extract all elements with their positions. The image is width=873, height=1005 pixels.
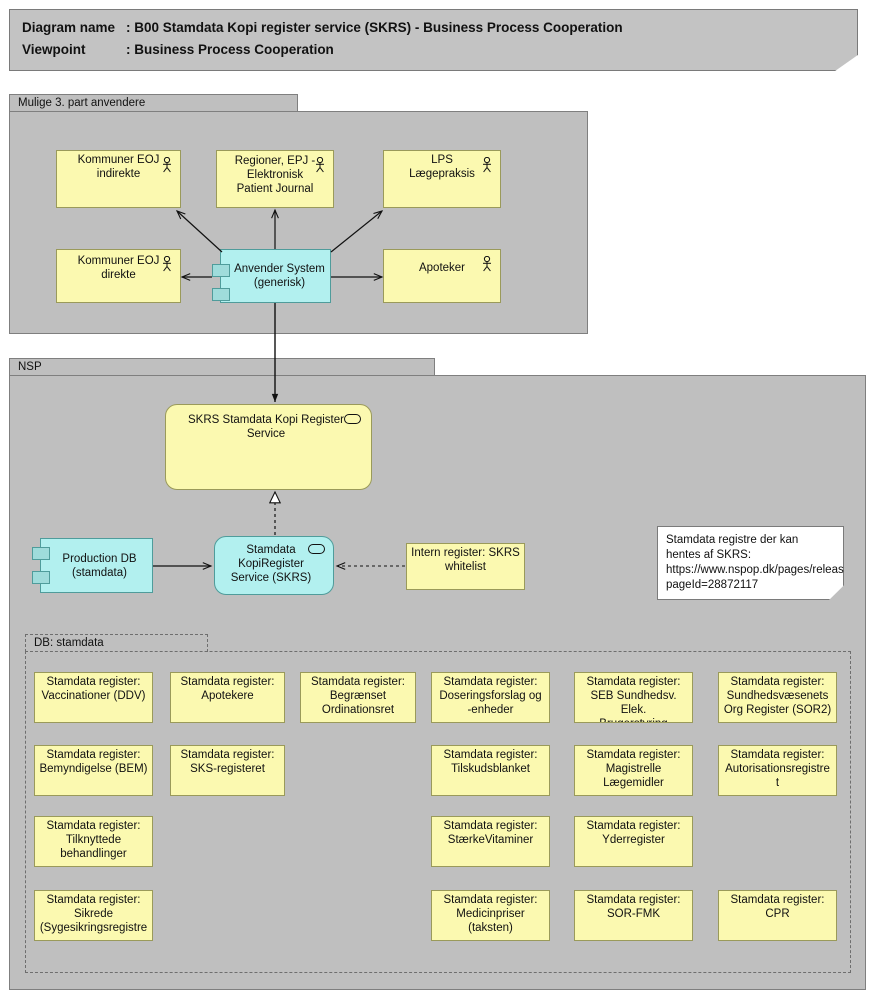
register-card-tilknyttede-behandlinger[interactable]: Stamdata register: Tilknyttede behandlin…	[34, 816, 153, 867]
diagram-name-value: : B00 Stamdata Kopi register service (SK…	[126, 20, 623, 35]
actor-regioner-epj[interactable]: Regioner, EPJ - Elektronisk Patient Jour…	[216, 150, 334, 208]
register-card-magistrelle-laegemidler[interactable]: Stamdata register: Magistrelle Lægemidle…	[574, 745, 693, 796]
register-card-vaccinationer-ddv[interactable]: Stamdata register: Vaccinationer (DDV)	[34, 672, 153, 723]
register-card-seb-sundhedsv-elek-brugerstyring[interactable]: Stamdata register: SEB Sundhedsv. Elek. …	[574, 672, 693, 723]
register-card-sor-fmk[interactable]: Stamdata register: SOR-FMK	[574, 890, 693, 941]
diagram-name-line: Diagram name : B00 Stamdata Kopi register…	[22, 20, 623, 35]
service-label: SKRS Stamdata Kopi Register Service	[188, 414, 344, 440]
register-card-yderregister[interactable]: Stamdata register: Yderregister	[574, 816, 693, 867]
group-third-party-title: Mulige 3. part anvendere	[9, 94, 298, 112]
actor-kommuner-eoj-direkte[interactable]: Kommuner EOJ direkte	[56, 249, 181, 303]
register-label: Stamdata register: Yderregister	[586, 820, 681, 846]
business-actor-icon	[483, 256, 491, 272]
register-intern-skrs-whitelist[interactable]: Intern register: SKRS whitelist	[406, 543, 525, 590]
component-tab-lower	[32, 571, 50, 584]
actor-label: Apoteker	[418, 262, 466, 274]
actor-label: Kommuner EOJ indirekte	[77, 154, 160, 180]
note-stamdata-registre-link: Stamdata registre der kan hentes af SKRS…	[657, 526, 844, 600]
register-card-cpr[interactable]: Stamdata register: CPR	[718, 890, 837, 941]
register-label: Stamdata register: Sundhedsvæsenets Org …	[723, 676, 832, 716]
actor-label: LPS Lægepraksis	[409, 154, 475, 180]
register-label: Stamdata register: SOR-FMK	[586, 894, 681, 920]
register-label: Stamdata register: Tilknyttede behandlin…	[46, 820, 141, 860]
register-card-sks-registeret[interactable]: Stamdata register: SKS-registeret	[170, 745, 285, 796]
service-label: Stamdata KopiRegister Service (SKRS)	[230, 544, 312, 584]
group-nsp-title: NSP	[9, 358, 435, 376]
diagram-title-banner: Diagram name : B00 Stamdata Kopi register…	[9, 9, 858, 71]
subgroup-db-stamdata-title: DB: stamdata	[25, 634, 208, 652]
actor-kommuner-eoj-indirekte[interactable]: Kommuner EOJ indirekte	[56, 150, 181, 208]
register-label: Stamdata register: CPR	[730, 894, 825, 920]
component-production-db[interactable]: Production DB (stamdata)	[32, 538, 153, 593]
service-oval-icon	[308, 544, 325, 554]
register-card-doseringsforslag-og-enheder[interactable]: Stamdata register: Doseringsforslag og -…	[431, 672, 550, 723]
register-label: Stamdata register: SEB Sundhedsv. Elek. …	[586, 676, 681, 722]
business-actor-icon	[483, 157, 491, 173]
service-oval-icon	[344, 414, 361, 424]
register-label: Stamdata register: Begrænset Ordinations…	[311, 676, 405, 716]
register-label: Stamdata register: Sikrede (Sygesikrings…	[39, 894, 148, 934]
actor-label: Kommuner EOJ direkte	[77, 255, 160, 281]
register-card-sundhedsvaesenets-org-register-sor2[interactable]: Stamdata register: Sundhedsvæsenets Org …	[718, 672, 837, 723]
register-label: Stamdata register: StærkeVitaminer	[443, 820, 538, 846]
subgroup-db-stamdata: DB: stamdata	[25, 634, 851, 973]
register-label: Stamdata register: Autorisationsregistre…	[725, 749, 830, 789]
viewpoint-line: Viewpoint : Business Process Cooperation	[22, 42, 334, 57]
viewpoint-value: : Business Process Cooperation	[126, 42, 334, 57]
subgroup-db-stamdata-body	[25, 651, 851, 973]
register-card-medicinpriser-taksten[interactable]: Stamdata register: Medicinpriser (takste…	[431, 890, 550, 941]
register-card-staerkevitaminer[interactable]: Stamdata register: StærkeVitaminer	[431, 816, 550, 867]
component-anvender-system[interactable]: Anvender System (generisk)	[212, 249, 331, 303]
register-card-tilskudsblanket[interactable]: Stamdata register: Tilskudsblanket	[431, 745, 550, 796]
component-tab-upper	[32, 547, 50, 560]
actor-lps-laegepraksis[interactable]: LPS Lægepraksis	[383, 150, 501, 208]
component-label: Anvender System (generisk)	[234, 263, 325, 289]
register-card-autorisationsregisteret[interactable]: Stamdata register: Autorisationsregistre…	[718, 745, 837, 796]
viewpoint-key: Viewpoint	[22, 42, 86, 57]
service-skrs-stamdata-kopi-register[interactable]: SKRS Stamdata Kopi Register Service	[165, 404, 372, 490]
register-label: Stamdata register: Apotekere	[180, 676, 275, 702]
register-card-bemyndigelse-bem[interactable]: Stamdata register: Bemyndigelse (BEM)	[34, 745, 153, 796]
register-label: Stamdata register: SKS-registeret	[180, 749, 275, 775]
register-label: Stamdata register: Doseringsforslag og -…	[439, 676, 542, 716]
service-stamdata-kopiregister-skrs[interactable]: Stamdata KopiRegister Service (SKRS)	[214, 536, 334, 595]
actor-apoteker[interactable]: Apoteker	[383, 249, 501, 303]
component-label: Production DB (stamdata)	[62, 552, 137, 579]
actor-label: Regioner, EPJ - Elektronisk Patient Jour…	[234, 155, 316, 195]
register-label: Stamdata register: Magistrelle Lægemidle…	[586, 749, 681, 789]
diagram-name-key: Diagram name	[22, 20, 116, 35]
register-card-sikrede-sygesikringsregistret[interactable]: Stamdata register: Sikrede (Sygesikrings…	[34, 890, 153, 941]
component-tab-lower	[212, 288, 230, 301]
register-label: Stamdata register: Tilskudsblanket	[443, 749, 538, 775]
register-card-begraenset-ordinationsret[interactable]: Stamdata register: Begrænset Ordinations…	[300, 672, 416, 723]
register-label: Stamdata register: Bemyndigelse (BEM)	[39, 749, 148, 775]
component-tab-upper	[212, 264, 230, 277]
register-label: Stamdata register: Vaccinationer (DDV)	[41, 676, 146, 702]
register-label: Stamdata register: Medicinpriser (takste…	[443, 894, 538, 934]
register-label: Intern register: SKRS whitelist	[411, 547, 520, 573]
register-card-apotekere[interactable]: Stamdata register: Apotekere	[170, 672, 285, 723]
